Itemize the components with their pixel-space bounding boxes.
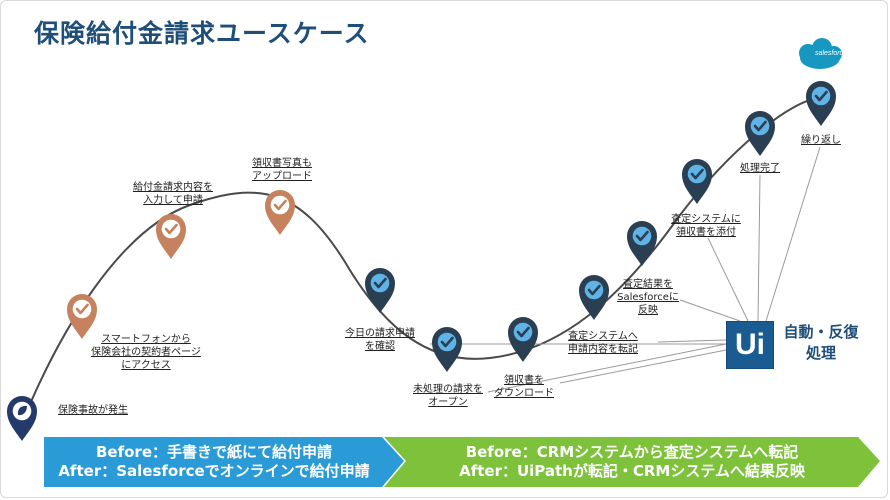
check-icon: [270, 195, 290, 215]
step-pin-6: [432, 327, 462, 372]
check-icon: [750, 116, 770, 136]
connector-line: [559, 349, 727, 384]
banner-left-text: Before：手書きで紙にて給付申請 After：Salesforceでオンライ…: [44, 443, 384, 481]
connector-line: [707, 237, 749, 322]
salesforce-logo: [799, 38, 842, 69]
step-label-12: 繰り返し: [801, 135, 841, 146]
step-label-3: 給付金請求内容を 入力して申請: [133, 182, 213, 206]
connector-line: [487, 343, 727, 393]
banner-left-line1: Before：手書きで紙にて給付申請: [95, 443, 332, 461]
step-pin-8: [579, 275, 609, 320]
journey-curve: [21, 97, 821, 424]
step-label-2: スマートフォンから 保険会社の契約者ページ にアクセス: [91, 334, 201, 371]
connector-line: [657, 339, 727, 343]
uipath-logo: Ui: [726, 321, 774, 369]
step-label-6: 未処理の請求を オープン: [413, 384, 483, 408]
check-icon: [370, 273, 390, 293]
check-icon: [161, 219, 181, 239]
banner-right-line1: Before：CRMシステムから査定システムへ転記: [465, 443, 799, 461]
banner-right-line2: After：UiPathが転記・CRMシステムへ結果反映: [459, 462, 805, 480]
connector-line: [757, 174, 761, 322]
step-label-9: 査定結果を Salesforceに 反映: [617, 279, 679, 316]
step-label-1: 保険事故が発生: [58, 405, 128, 416]
step-label-10: 査定システムに 領収書を添付: [671, 214, 741, 238]
step-label-7: 領収書を ダウンロード: [494, 375, 554, 399]
step-pin-5: [365, 268, 395, 313]
step-label-11: 処理完了: [740, 163, 780, 174]
step-pin-7: [508, 317, 538, 362]
banner-left-line2: After：Salesforceでオンラインで給付申請: [58, 462, 370, 480]
salesforce-logo-text: salesforce: [815, 50, 847, 57]
page-title: 保険給付金請求ユースケース: [34, 19, 370, 48]
step-pin-4: [265, 190, 295, 235]
step-pin-1: [7, 396, 37, 441]
step-pin-10: [682, 159, 712, 204]
banner-right-text: Before：CRMシステムから査定システムへ転記 After：UiPathが転…: [404, 443, 860, 481]
step-label-5: 今日の請求申請 を確認: [345, 328, 415, 352]
banner-left-arrow: [44, 437, 404, 487]
connector-line: [765, 146, 821, 322]
step-label-8: 査定システムへ 申請内容を転記: [568, 331, 638, 355]
step-pin-11: [745, 111, 775, 156]
check-icon: [584, 280, 604, 300]
check-icon: [437, 332, 457, 352]
check-icon: [687, 164, 707, 184]
step-label-4: 領収書写真も アップロード: [252, 158, 312, 182]
step-pin-12: [806, 81, 836, 126]
check-icon: [632, 226, 652, 246]
check-icon: [513, 322, 533, 342]
step-pin-3: [156, 214, 186, 259]
banner-right-arrow: [384, 437, 880, 487]
check-icon: [72, 299, 92, 319]
check-icon: [811, 86, 831, 106]
connector-line: [679, 299, 741, 322]
step-pin-2: [67, 294, 97, 339]
step-pins: [7, 81, 836, 441]
uipath-label: 自動・反復 処理: [783, 323, 859, 362]
uipath-connectors: [430, 146, 821, 393]
step-pin-9: [627, 221, 657, 266]
